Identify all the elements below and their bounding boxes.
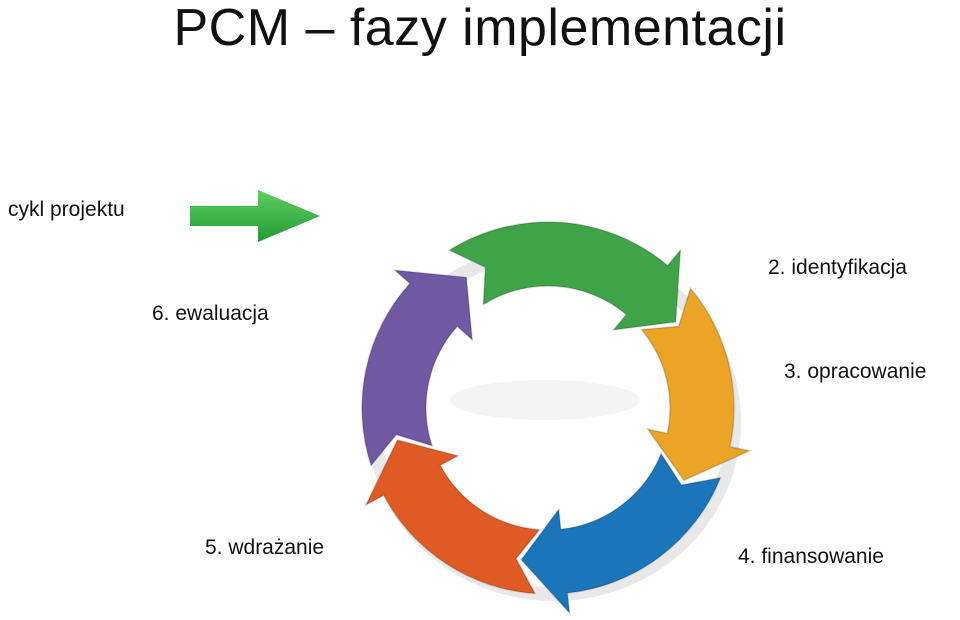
cycle-arrow-finansowanie — [520, 452, 722, 616]
right-arrow-icon — [190, 190, 320, 242]
cycle-arrow-identyfikacja — [447, 221, 682, 331]
cycle-arrow-wdrazanie — [364, 439, 541, 595]
phase-label-opracowanie: 3. opracowanie — [784, 360, 927, 383]
cycle-arrow-opracowanie — [640, 286, 752, 482]
phase-label-finansowanie: 4. finansowanie — [738, 545, 884, 568]
cycle-arrow-ewaluacja — [361, 269, 474, 468]
phase-label-ewaluacja: 6. ewaluacja — [152, 302, 269, 325]
legend-label: cykl projektu — [8, 198, 125, 221]
phase-label-identyfikacja: 2. identyfikacja — [768, 256, 907, 279]
phase-label-wdrazanie: 5. wdrażanie — [205, 536, 325, 559]
page-title: PCM – fazy implementacji — [173, 0, 787, 57]
center-glow — [450, 380, 640, 420]
